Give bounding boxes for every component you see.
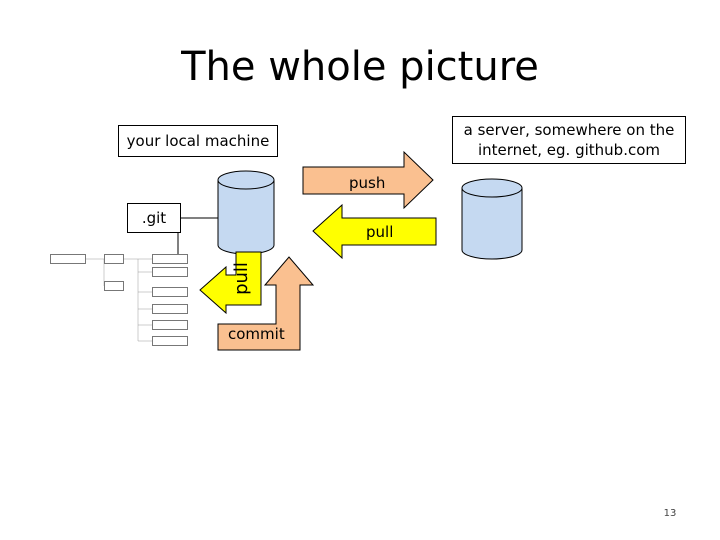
tree-node bbox=[50, 254, 86, 264]
tree-node bbox=[104, 281, 124, 291]
pull-arrow bbox=[312, 203, 437, 260]
local-machine-label: your local machine bbox=[118, 125, 278, 157]
tree-node bbox=[152, 336, 188, 346]
server-repo-cylinder bbox=[461, 178, 523, 260]
commit-label: commit bbox=[228, 325, 285, 343]
tree-node bbox=[152, 320, 188, 330]
pull-vertical-label: pull bbox=[230, 262, 252, 295]
commit-arrow bbox=[217, 256, 315, 351]
git-tree-lines bbox=[86, 258, 152, 342]
pull-vertical-shape bbox=[199, 251, 262, 315]
server-label: a server, somewhere on the internet, eg.… bbox=[452, 116, 686, 164]
push-label: push bbox=[349, 174, 386, 192]
tree-node bbox=[152, 304, 188, 314]
pull-label: pull bbox=[366, 223, 394, 241]
tree-node bbox=[152, 267, 188, 277]
tree-node bbox=[152, 287, 188, 297]
tree-node bbox=[152, 254, 188, 264]
slide-title: The whole picture bbox=[181, 44, 539, 90]
local-repo-cylinder bbox=[217, 170, 275, 255]
server-label-line1: a server, somewhere on the bbox=[463, 121, 675, 139]
server-label-line2: internet, eg. github.com bbox=[477, 141, 661, 159]
tree-node bbox=[104, 254, 124, 264]
page-number: 13 bbox=[663, 508, 677, 519]
git-folder-label: .git bbox=[127, 203, 181, 233]
push-arrow bbox=[302, 150, 434, 210]
